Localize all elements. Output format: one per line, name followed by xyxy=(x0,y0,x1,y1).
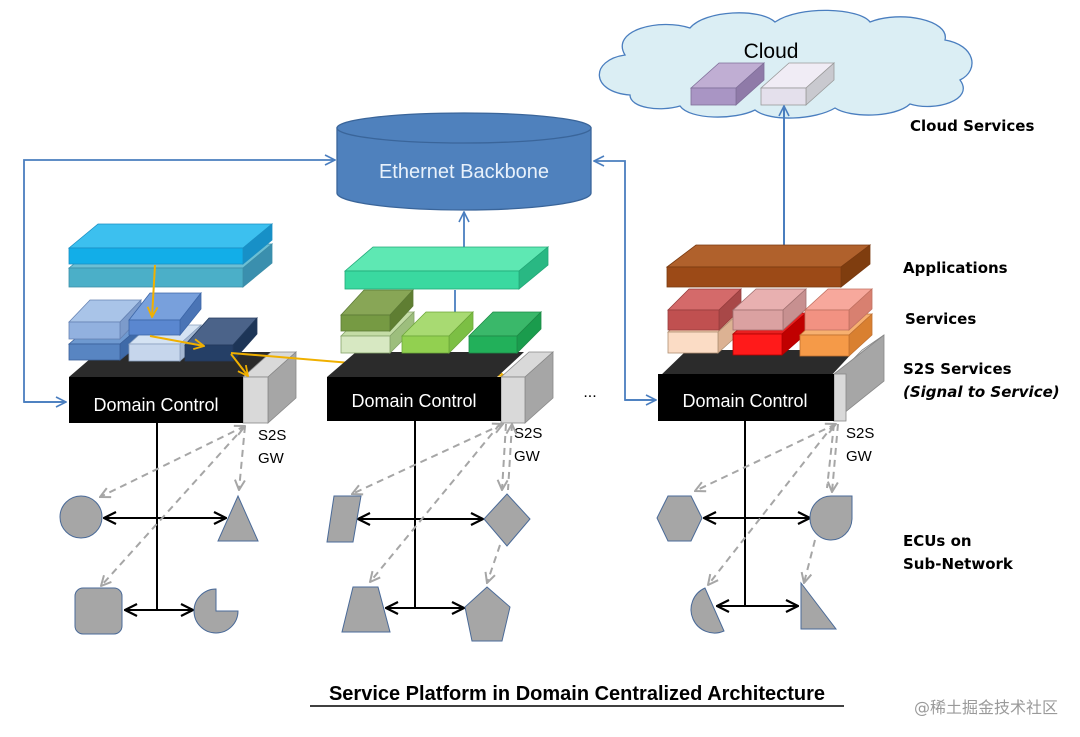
gateway-signal xyxy=(352,424,503,494)
cloud: Cloud xyxy=(598,9,973,119)
gateway-signal xyxy=(100,426,245,497)
service-block xyxy=(803,288,874,331)
diagram-title: Service Platform in Domain Centralized A… xyxy=(329,683,825,705)
gateway-signal xyxy=(804,539,816,583)
legend-cloud-services: Cloud Services xyxy=(910,117,1034,135)
domain-3-gw-line1: S2S xyxy=(846,425,874,442)
gateway-signal xyxy=(695,424,836,491)
legend-s2s-services: S2S Services xyxy=(903,360,1012,378)
legend-ecus-line1: ECUs on xyxy=(903,532,972,550)
more-domains-ellipsis: ... xyxy=(583,384,596,401)
domain-3-label: Domain Control xyxy=(682,391,807,411)
legend-applications: Applications xyxy=(903,259,1008,277)
gateway-signal xyxy=(502,423,506,490)
backbone-label: Ethernet Backbone xyxy=(379,161,549,183)
ecu-circle xyxy=(59,495,103,539)
domain-2-label: Domain Control xyxy=(351,391,476,411)
domain-2-gw-line1: S2S xyxy=(514,425,542,442)
legend-s2s-subtitle: (Signal to Service) xyxy=(903,383,1060,401)
cloud-label: Cloud xyxy=(744,40,799,63)
application-layer xyxy=(343,246,550,290)
domain-controller-3: Domain Control xyxy=(656,244,885,634)
service-block xyxy=(468,311,542,354)
gateway-signal xyxy=(826,423,835,489)
ecu-diamond xyxy=(483,493,531,547)
application-layer xyxy=(665,244,872,288)
ecu-half-circle xyxy=(690,587,725,634)
service-block xyxy=(731,288,808,331)
ecu-pentagon xyxy=(464,586,511,642)
gateway-signal xyxy=(239,425,246,490)
gateway-signal xyxy=(508,424,512,491)
gateway-signal xyxy=(832,423,839,492)
legend-services: Services xyxy=(905,310,976,328)
signal-arrow xyxy=(230,353,248,376)
domain-1-gw-line1: S2S xyxy=(258,427,286,444)
legend-ecus-line2: Sub-Network xyxy=(903,555,1014,573)
ecu-parallelogram xyxy=(326,495,362,543)
ecu-hexagon xyxy=(656,495,703,542)
ecu-pacman xyxy=(193,588,239,634)
domain-1-label: Domain Control xyxy=(93,395,218,415)
ecu-teardrop xyxy=(809,495,853,541)
gateway-signal xyxy=(370,423,501,582)
service-block xyxy=(184,316,258,363)
cloud-service-block xyxy=(759,62,836,106)
ecu-trapezoid xyxy=(341,586,391,633)
cloud-service-block xyxy=(689,62,766,106)
gateway-signal xyxy=(101,425,246,586)
link-domain3-to-backbone xyxy=(594,161,656,401)
domain-controller-2: Domain Control S2S GW xyxy=(326,246,555,642)
application-layer xyxy=(67,223,274,265)
layer-legend: Cloud Services Applications Services S2S… xyxy=(903,117,1060,573)
ecu-triangle xyxy=(217,494,259,542)
domain-2-gw-line2: GW xyxy=(514,448,541,465)
signal-arrow xyxy=(152,264,155,317)
service-block xyxy=(340,288,414,333)
signal-arrow xyxy=(149,335,204,346)
domain-1-gw-line2: GW xyxy=(258,450,285,467)
ecu-rounded-square xyxy=(74,587,123,635)
ecu-right-triangle xyxy=(800,581,838,630)
service-block xyxy=(401,311,474,354)
gateway-signal xyxy=(487,544,501,583)
ethernet-backbone: Ethernet Backbone xyxy=(336,112,592,211)
service-block xyxy=(667,288,742,331)
domain-3-gw-line2: GW xyxy=(846,448,873,465)
gateway-signal xyxy=(708,423,835,585)
watermark: @稀土掘金技术社区 xyxy=(914,698,1058,717)
